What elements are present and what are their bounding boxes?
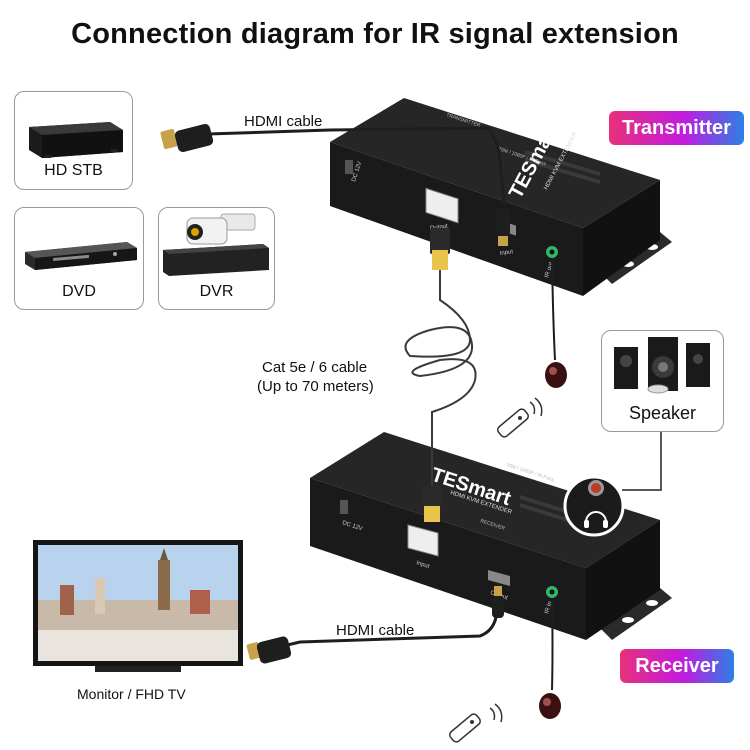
dvd-player-icon: [25, 242, 137, 270]
dvd-label: DVD: [62, 283, 96, 300]
receiver-tag: Receiver: [620, 649, 734, 683]
transmitter-tag: Transmitter: [609, 111, 744, 145]
speaker-label: Speaker: [628, 403, 697, 423]
rj45-plug-bottom: [422, 486, 442, 522]
cat-cable-label-line2: (Up to 70 meters): [257, 378, 374, 395]
transmitter-device: [330, 98, 672, 296]
receiver-device: [310, 432, 672, 640]
rj45-plug-top: [430, 228, 450, 270]
cat-cable: [404, 250, 477, 496]
cat-cable-label-line1: Cat 5e / 6 cable: [262, 359, 368, 376]
speaker-box: Speaker: [601, 330, 724, 432]
rx-lan-label: Input: [415, 560, 430, 570]
hdmi-cable-bottom: [246, 586, 504, 664]
ir-receiver-cable: [539, 597, 561, 719]
ir-emitter-cable: [545, 257, 567, 388]
dvd-box: DVD: [14, 207, 144, 310]
dvr-label: DVR: [199, 283, 234, 300]
hdmi-cable-bottom-label: HDMI cable: [336, 622, 415, 639]
dvr-camera-icon: [163, 213, 269, 276]
tx-hdmi-label: Input: [499, 249, 513, 257]
dvr-box: DVR: [158, 207, 275, 310]
speaker-line: [622, 432, 662, 491]
hd-stb-label: HD STB: [44, 162, 103, 179]
set-top-box-icon: [29, 122, 123, 158]
remote-control-icon: [497, 397, 543, 438]
tx-ir-label: IR out: [544, 261, 555, 278]
hdmi-cable-top: [160, 124, 510, 246]
monitor-icon: [33, 540, 243, 672]
audio-jack-callout: [563, 475, 625, 537]
speaker-icon: [614, 337, 710, 394]
diagram-title: Connection diagram for IR signal extensi…: [71, 18, 679, 50]
hdmi-cable-top-label: HDMI cable: [244, 113, 323, 130]
hd-stb-box: HD STB: [14, 91, 133, 190]
tx-lan-label: Output: [429, 223, 448, 231]
remote-control-icon-bottom: [449, 703, 503, 743]
monitor-label: Monitor / FHD TV: [77, 686, 186, 702]
rx-ir-label: IR In: [544, 601, 554, 615]
